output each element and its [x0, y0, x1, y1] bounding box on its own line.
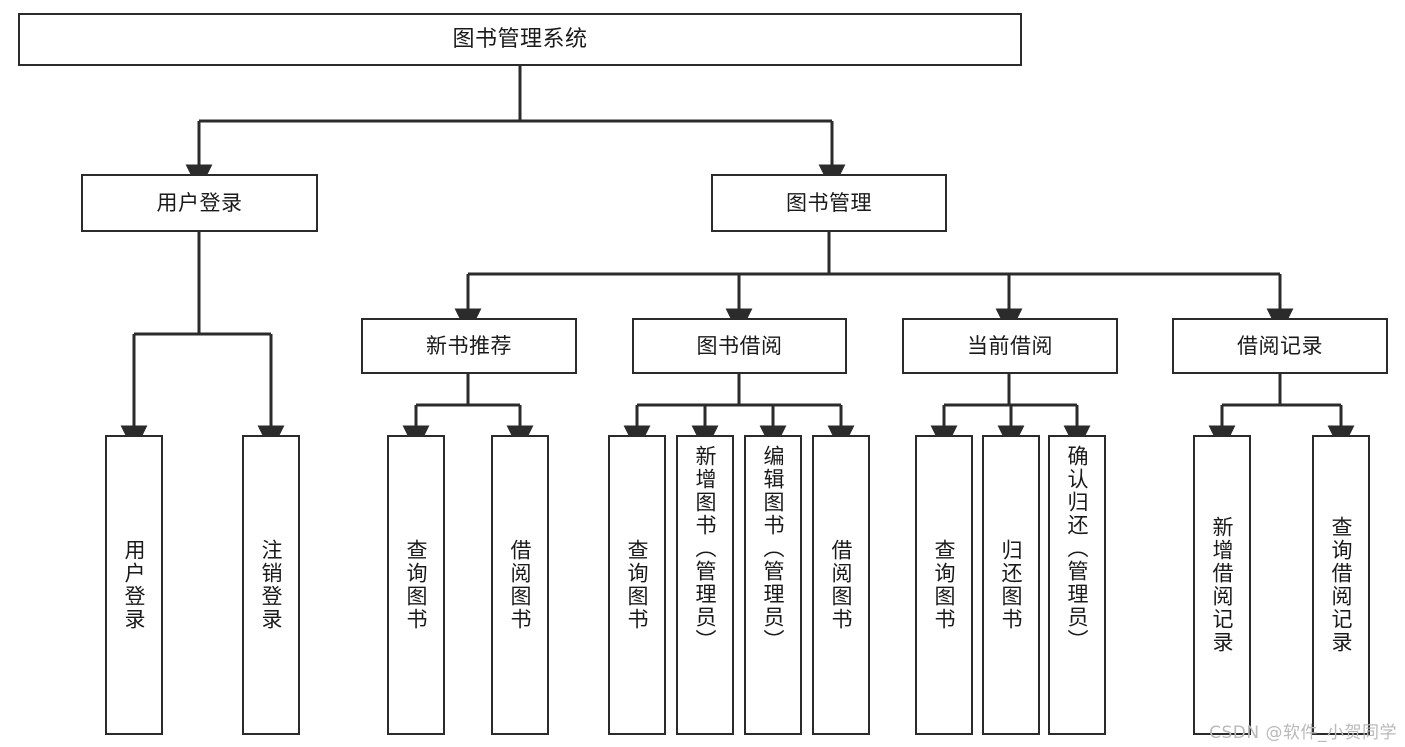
node-leaf-borrow-book-2[interactable]: 借阅图书 — [812, 435, 870, 735]
node-user-login[interactable]: 用户登录 — [81, 174, 318, 232]
node-leaf-edit-book-label: 编辑图书（管理员） — [761, 445, 786, 652]
node-leaf-borrow-book-1[interactable]: 借阅图书 — [491, 435, 549, 735]
node-leaf-logout-label: 注销登录 — [259, 539, 284, 631]
node-root-label: 图书管理系统 — [452, 26, 588, 52]
node-leaf-borrow-book-1-label: 借阅图书 — [508, 539, 533, 631]
node-root[interactable]: 图书管理系统 — [18, 13, 1022, 66]
node-leaf-query-record[interactable]: 查询借阅记录 — [1312, 435, 1370, 735]
node-new-book-recommend[interactable]: 新书推荐 — [361, 318, 577, 374]
node-leaf-query-book-1-label: 查询图书 — [404, 539, 429, 631]
node-book-borrow-label: 图书借阅 — [696, 333, 783, 358]
node-borrow-record-label: 借阅记录 — [1237, 333, 1323, 358]
node-leaf-query-record-label: 查询借阅记录 — [1329, 516, 1354, 654]
node-leaf-borrow-book-2-label: 借阅图书 — [829, 539, 854, 631]
node-book-manage-label: 图书管理 — [786, 190, 872, 215]
node-leaf-user-login[interactable]: 用户登录 — [105, 435, 163, 735]
node-current-borrow-label: 当前借阅 — [967, 333, 1053, 358]
node-leaf-add-record-label: 新增借阅记录 — [1210, 516, 1235, 654]
node-current-borrow[interactable]: 当前借阅 — [902, 318, 1118, 374]
node-user-login-label: 用户登录 — [156, 190, 243, 215]
node-leaf-query-book-3[interactable]: 查询图书 — [915, 435, 973, 735]
node-leaf-query-book-2-label: 查询图书 — [625, 539, 650, 631]
node-leaf-add-book[interactable]: 新增图书（管理员） — [676, 435, 734, 735]
node-book-manage[interactable]: 图书管理 — [711, 174, 947, 232]
node-book-borrow[interactable]: 图书借阅 — [632, 318, 847, 374]
node-leaf-query-book-2[interactable]: 查询图书 — [608, 435, 666, 735]
node-leaf-edit-book[interactable]: 编辑图书（管理员） — [744, 435, 802, 735]
node-leaf-add-book-label: 新增图书（管理员） — [693, 445, 718, 652]
node-leaf-confirm-return[interactable]: 确认归还（管理员） — [1048, 435, 1106, 735]
node-leaf-confirm-return-label: 确认归还（管理员） — [1065, 445, 1090, 652]
node-leaf-query-book-1[interactable]: 查询图书 — [387, 435, 445, 735]
node-leaf-query-book-3-label: 查询图书 — [932, 539, 957, 631]
node-new-book-recommend-label: 新书推荐 — [426, 333, 512, 358]
node-leaf-add-record[interactable]: 新增借阅记录 — [1193, 435, 1251, 735]
node-leaf-return-book[interactable]: 归还图书 — [982, 435, 1040, 735]
csdn-watermark: CSDN @软件_小贺同学 — [1209, 723, 1397, 743]
node-leaf-user-login-label: 用户登录 — [122, 539, 147, 631]
node-leaf-return-book-label: 归还图书 — [999, 539, 1024, 631]
node-borrow-record[interactable]: 借阅记录 — [1172, 318, 1388, 374]
node-leaf-logout[interactable]: 注销登录 — [242, 435, 300, 735]
